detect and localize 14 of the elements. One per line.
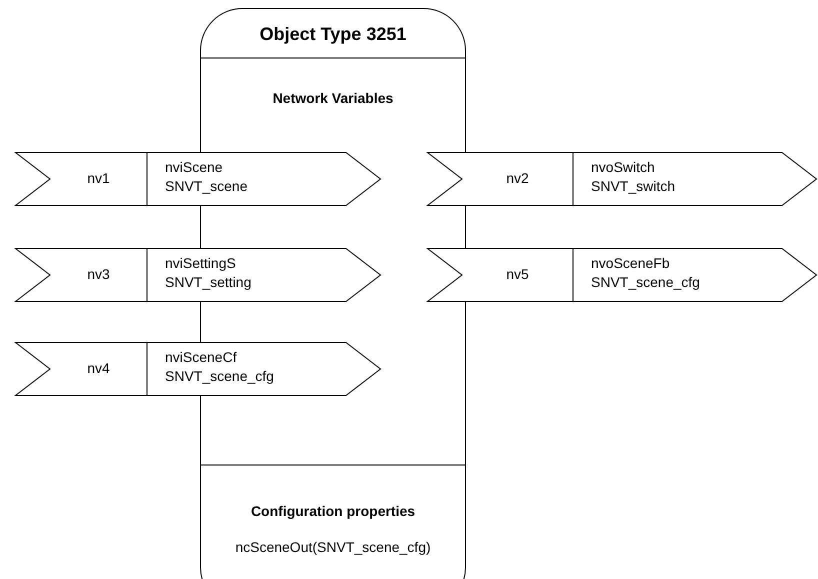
variable-description: nviSettingS SNVT_setting [165, 254, 252, 292]
property-text: ncSceneOut(SNVT_scene_cfg) [234, 539, 432, 555]
variable-description: nviSceneCf SNVT_scene_cfg [165, 348, 275, 386]
variable-number: nv5 [505, 266, 530, 282]
variable-description: nvoSwitch SNVT_switch [591, 158, 676, 196]
section-heading: Configuration properties [250, 503, 416, 519]
variable-description: nviScene SNVT_scene [165, 158, 248, 196]
object-title: Object Type 3251 [258, 24, 408, 45]
variable-description: nvoSceneFb SNVT_scene_cfg [591, 254, 701, 292]
variable-number: nv1 [86, 170, 111, 186]
variable-number: nv2 [505, 170, 530, 186]
section-heading: Network Variables [272, 90, 394, 106]
variable-number: nv3 [86, 266, 111, 282]
variable-number: nv4 [86, 360, 111, 376]
